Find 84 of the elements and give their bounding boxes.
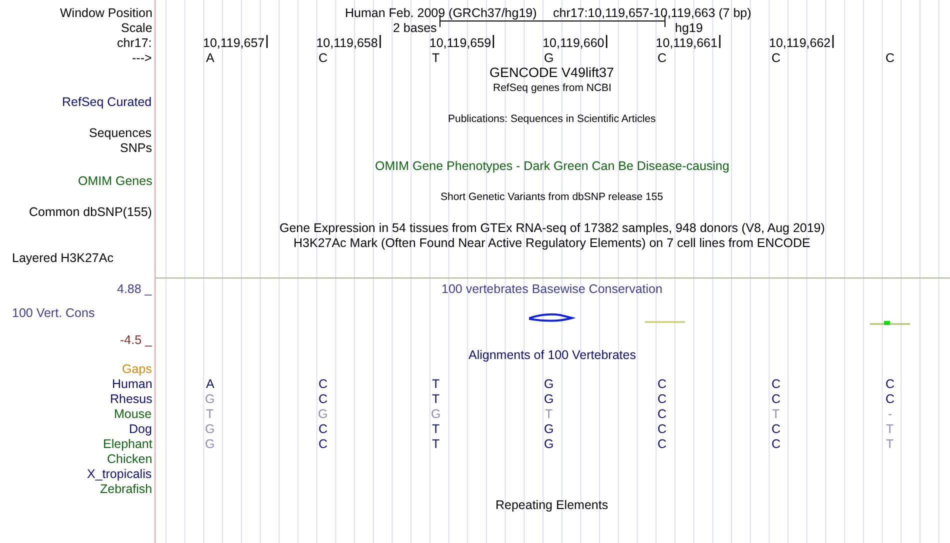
coordinate-label: 10,119,658 [316,36,378,50]
coordinate-label: 10,119,660 [542,36,604,50]
base-letter: G [431,407,441,421]
base-letter: G [205,392,215,406]
base-letter: C [658,392,667,406]
axis-value: -4.5 _ [120,333,152,347]
track-label: Scale [121,21,152,35]
base-letter: G [544,377,554,391]
base-letter: C [318,392,328,406]
base-letter: C [886,377,895,391]
species-label: Dog [129,422,152,436]
track-title: Repeating Elements [496,498,608,512]
base-letter: G [544,437,554,451]
base-letter: - [888,407,892,421]
base-letter: C [658,51,667,65]
track-label: ---> [132,51,152,65]
base-letter: C [658,407,667,421]
base-letter: C [658,377,667,391]
base-letter: G [318,407,328,421]
base-letter: C [772,392,781,406]
base-letter: G [205,422,215,436]
base-letter: T [432,392,440,406]
base-letter: T [432,437,440,451]
scale-label: 2 bases [393,21,437,35]
assembly-label: hg19 [675,21,703,35]
track-label: Sequences [89,126,152,140]
coordinate-label: 10,119,662 [769,36,831,50]
base-letter: C [772,51,781,65]
track-label: Layered H3K27Ac [12,251,114,265]
base-letter: T [886,437,894,451]
track-title: Alignments of 100 Vertebrates [468,348,636,362]
track-label: OMIM Genes [78,174,152,188]
base-letter: C [318,51,328,65]
species-label: Elephant [103,437,152,451]
base-letter: C [886,51,895,65]
track-label: SNPs [120,141,152,155]
coordinate-label: 10,119,661 [656,36,718,50]
base-letter: C [772,422,781,436]
coordinate-label: 10,119,659 [429,36,492,50]
species-label: Human [112,377,152,391]
base-letter: C [772,437,781,451]
track-title: Publications: Sequences in Scientific Articles [448,112,656,126]
species-label: Zebrafish [100,482,152,496]
base-letter: G [544,51,554,65]
base-letter: C [658,422,667,436]
track-label: Common dbSNP(155) [29,205,152,219]
track-label: RefSeq Curated [62,95,152,109]
base-letter: C [658,437,667,451]
coordinate-label: 10,119,657 [203,36,265,50]
track-label: chr17: [117,36,152,50]
base-letter: T [432,51,440,65]
track-title: Short Genetic Variants from dbSNP release 155 [440,190,664,204]
base-letter: T [772,407,780,421]
track-label: 100 Vert. Cons [12,306,95,320]
base-letter: T [432,422,440,436]
assembly-label: Human Feb. 2009 (GRCh37/hg19) [345,6,537,20]
species-label: Chicken [107,452,152,466]
species-label: Rhesus [110,392,152,406]
track-label: Gaps [122,362,152,376]
base-letter: T [886,422,894,436]
base-letter: C [318,377,328,391]
base-letter: T [432,377,440,391]
track-title: H3K27Ac Mark (Often Found Near Active Regulatory Elements) on 7 cell lines from ENCODE [294,236,810,250]
track-title: GENCODE V49lift37 [490,66,614,80]
axis-value: 4.88 _ [117,282,152,296]
base-letter: C [886,392,895,406]
track-label: Window Position [60,6,152,20]
position-label: chr17:10,119,657-10,119,663 (7 bp) [553,6,752,20]
base-letter: T [206,407,214,421]
base-letter: G [544,392,554,406]
track-title: OMIM Gene Phenotypes - Dark Green Can Be Disease-causing [375,159,730,173]
track-title: Gene Expression in 54 tissues from GTEx RNA-seq of 17382 samples, 948 donors (V8, Aug 2019) [280,221,825,235]
base-letter: A [206,51,214,65]
base-letter: C [318,422,328,436]
base-letter: A [206,377,214,391]
base-letter: T [545,407,553,421]
base-letter: C [772,377,781,391]
track-title: 100 vertebrates Basewise Conservation [442,282,662,296]
track-title: RefSeq genes from NCBI [493,81,612,95]
species-label: X_tropicalis [87,467,152,481]
base-letter: C [318,437,328,451]
base-letter: G [544,422,554,436]
species-label: Mouse [114,407,152,421]
base-letter: G [205,437,215,451]
